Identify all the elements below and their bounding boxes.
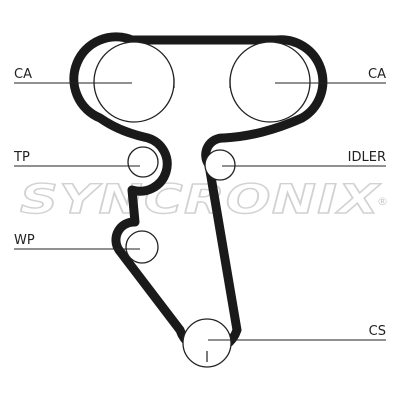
label-tp: TP: [13, 150, 30, 165]
tensioner-pulley: [127, 146, 159, 178]
idler-pulley: [204, 149, 236, 181]
camshaft-pulley-right: [229, 41, 311, 123]
syncronix-watermark: SYNCRONIX: [20, 177, 382, 223]
label-cs: CS: [369, 324, 386, 339]
water-pump-pulley: [125, 230, 159, 264]
registered-mark: ®: [377, 195, 388, 208]
timing-belt: [69, 32, 328, 356]
camshaft-pulley-left: [93, 41, 175, 123]
label-ca-right: CA: [368, 67, 386, 82]
crankshaft-pulley: [182, 318, 232, 368]
label-ca-left: CA: [14, 67, 32, 82]
label-wp: WP: [14, 233, 35, 248]
label-idler: IDLER: [348, 150, 386, 165]
